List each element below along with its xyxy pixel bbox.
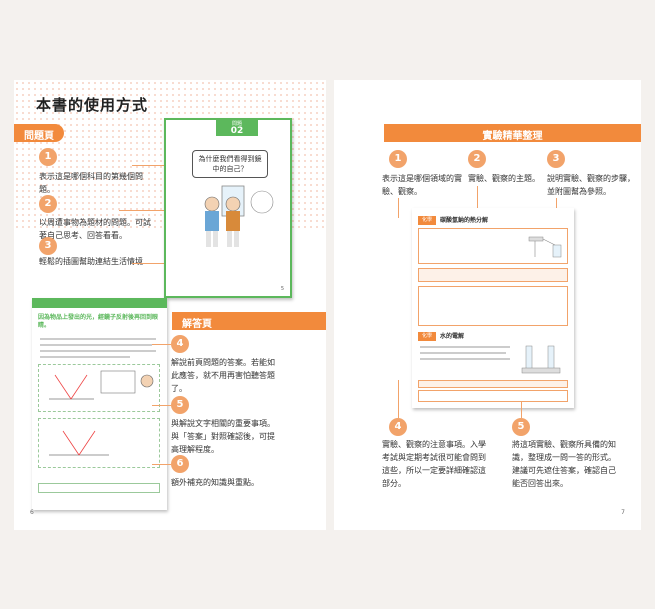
procedure-box bbox=[418, 228, 568, 264]
apparatus-illustration bbox=[528, 236, 562, 258]
item-number-1: 1 bbox=[389, 150, 407, 168]
item-number-4: 4 bbox=[171, 335, 189, 353]
question-number-badge: 問題 02 bbox=[216, 120, 258, 136]
question-text: 為什麼我們看得到鏡中的自己？ bbox=[192, 150, 268, 178]
connector-line bbox=[152, 344, 171, 345]
connector-line bbox=[132, 263, 182, 264]
item-text-1: 表示這是哪個領域的實驗、觀察。 bbox=[382, 174, 462, 196]
item-text-4: 實驗、觀察的注意事項。入學考試與定期考試很可能會問到這些，所以一定要詳細確認這部… bbox=[382, 440, 486, 488]
item-text-4: 解說前頁問題的答案。若能如此應答，就不用再害怕聽答題了。 bbox=[171, 358, 275, 393]
reflection-diagram bbox=[49, 370, 154, 400]
explanation-box bbox=[38, 418, 160, 468]
section-title-2: 水的電解 bbox=[440, 333, 465, 340]
page-title: 本書的使用方式 bbox=[36, 96, 149, 114]
qa-box bbox=[418, 390, 568, 402]
text-line bbox=[420, 358, 510, 360]
left-page: 本書的使用方式 問題頁 1 表示這是哪個科目的第幾個問題。 2 以周遭事物為題材… bbox=[14, 80, 326, 530]
item-number-6: 6 bbox=[171, 455, 189, 473]
page-number: 7 bbox=[621, 509, 625, 516]
item-number-2: 2 bbox=[468, 150, 486, 168]
item-number-2: 2 bbox=[39, 195, 57, 213]
thumb-page-number: 5 bbox=[280, 286, 284, 292]
category-badge: 化學 bbox=[418, 216, 436, 225]
question-page-tab: 問題頁 bbox=[14, 124, 64, 142]
item-text-2: 以周遭事物為題材的問題。可試著自己思考、回答看看。 bbox=[39, 218, 151, 240]
connector-line bbox=[477, 186, 478, 218]
text-line bbox=[420, 352, 506, 354]
text-line bbox=[40, 344, 152, 346]
connector-line bbox=[398, 380, 399, 418]
bonus-tip-box bbox=[38, 483, 160, 493]
text-line bbox=[40, 350, 156, 352]
item-text-5: 將這項實驗、觀察所具備的知識，整理成一問一答的形式。建議可先遮住答案，確認自己能… bbox=[512, 440, 616, 488]
item-number-3: 3 bbox=[547, 150, 565, 168]
text-line bbox=[40, 338, 156, 340]
item-text-3: 輕鬆的插圖幫助連結生活情境 bbox=[39, 257, 143, 266]
item-text-3: 說明實驗、觀察的步驟，並附圖幫為參照。 bbox=[547, 174, 635, 196]
connector-line bbox=[119, 210, 177, 211]
item-text-1: 表示這是哪個科目的第幾個問題。 bbox=[39, 172, 143, 194]
answer-label: 答案 bbox=[36, 299, 50, 307]
question-page-thumbnail: 問題 02 為什麼我們看得到鏡中的自己？ 5 bbox=[164, 118, 292, 298]
mirror-diagram bbox=[49, 430, 109, 456]
text-line bbox=[420, 346, 510, 348]
item-number-5: 5 bbox=[171, 396, 189, 414]
category-badge: 化學 bbox=[418, 332, 436, 341]
answer-headline: 因為物品上發出的光，經鏡子反射後再回到眼睛。 bbox=[38, 314, 159, 329]
question-label: 問題 bbox=[231, 121, 242, 127]
experiment-page-thumbnail: 化學 碳酸氫鈉的熱分解 化學 水的電解 bbox=[412, 208, 574, 408]
answer-page-tab: 解答頁 bbox=[172, 312, 326, 330]
connector-line bbox=[152, 405, 171, 406]
item-text-2: 實驗、觀察的主題。 bbox=[468, 174, 540, 183]
item-number-3: 3 bbox=[39, 237, 57, 255]
item-number-4: 4 bbox=[389, 418, 407, 436]
caution-box bbox=[418, 380, 568, 388]
item-text-6: 額外補充的知識與重點。 bbox=[171, 478, 259, 487]
connector-line bbox=[132, 165, 170, 166]
text-line bbox=[40, 356, 130, 358]
page-number: 6 bbox=[30, 509, 34, 516]
mirror-illustration bbox=[204, 185, 274, 247]
answer-page-thumbnail: 答案 因為物品上發出的光，經鏡子反射後再回到眼睛。 bbox=[32, 298, 167, 510]
experiment-summary-tab: 實驗精華整理 bbox=[384, 124, 641, 142]
right-page: 實驗精華整理 1 表示這是哪個領域的實驗、觀察。 2 實驗、觀察的主題。 3 說… bbox=[334, 80, 641, 530]
item-number-5: 5 bbox=[512, 418, 530, 436]
connector-line bbox=[521, 402, 522, 418]
key-point-box bbox=[38, 364, 160, 412]
question-number: 02 bbox=[230, 126, 244, 136]
item-text-5: 與解說文字相關的重要事項。與「答案」對照確認後，可提高理解程度。 bbox=[171, 419, 275, 454]
connector-line bbox=[152, 464, 171, 465]
electrolysis-illustration bbox=[521, 345, 561, 374]
section-title-1: 碳酸氫鈉的熱分解 bbox=[440, 217, 489, 224]
item-number-1: 1 bbox=[39, 148, 57, 166]
caution-box bbox=[418, 268, 568, 282]
connector-line bbox=[398, 198, 399, 218]
qa-box bbox=[418, 286, 568, 326]
